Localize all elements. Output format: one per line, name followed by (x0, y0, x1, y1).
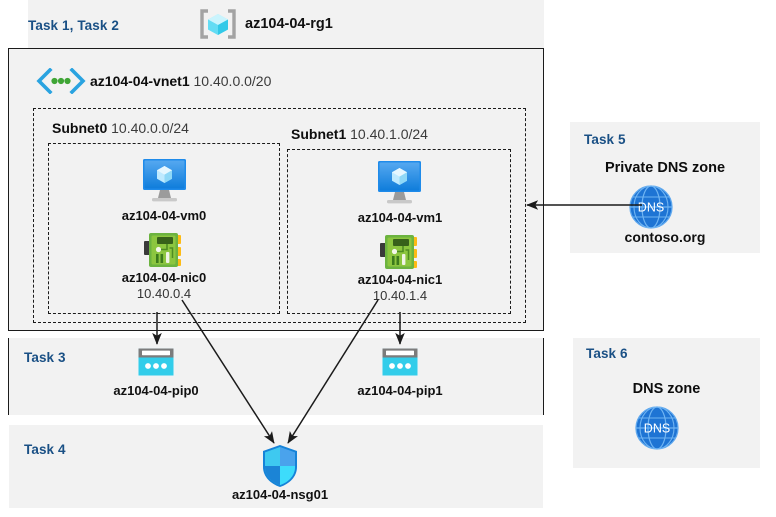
public-ip-address-icon (137, 347, 175, 378)
resource-group-panel (28, 0, 544, 48)
subnet0-name: Subnet0 (52, 120, 108, 136)
pip1-label: az104-04-pip1 (357, 383, 443, 398)
pip0-label: az104-04-pip0 (113, 383, 199, 398)
vnet-panel (8, 48, 544, 331)
pip0-node: az104-04-pip0 (56, 383, 256, 399)
subnet1-box (287, 149, 511, 314)
task-label-1-2: Task 1, Task 2 (28, 18, 119, 33)
subnet1-header: Subnet1 10.40.1.0/24 (291, 126, 428, 142)
virtual-network-icon (36, 67, 86, 95)
subnet0-header: Subnet0 10.40.0.0/24 (52, 120, 189, 136)
subnet1-name: Subnet1 (291, 126, 347, 142)
nic1-label: az104-04-nic1 (357, 272, 443, 287)
network-security-group-icon (261, 444, 299, 488)
svg-text:DNS: DNS (644, 422, 670, 436)
svg-text:DNS: DNS (638, 201, 664, 215)
subnet1-cidr: 10.40.1.0/24 (350, 126, 428, 142)
dns-zone-icon: DNS (634, 405, 680, 451)
network-interface-icon (142, 231, 186, 269)
private-dns-node: contoso.org (570, 229, 760, 247)
nsg-node: az104-04-nsg01 (180, 487, 380, 503)
nic0-label: az104-04-nic0 (121, 270, 207, 285)
resource-group-name: az104-04-rg1 (245, 16, 333, 32)
vm1-node: az104-04-vm1 (300, 210, 500, 226)
vnet-name: az104-04-vnet1 (90, 73, 190, 89)
private-dns-panel (570, 122, 760, 253)
public-ip-panel-bg (9, 338, 543, 415)
task-label-4: Task 4 (24, 442, 66, 457)
private-dns-title: Private DNS zone (604, 160, 726, 176)
nic0-node: az104-04-nic0 10.40.0.4 (64, 270, 264, 303)
network-interface-icon (378, 233, 422, 271)
task-label-5: Task 5 (584, 132, 626, 147)
subnet0-box (48, 143, 280, 314)
virtual-machine-icon (139, 158, 190, 204)
vnet-header: az104-04-vnet1 10.40.0.0/20 (90, 73, 271, 89)
subnets-container (33, 108, 526, 323)
task-label-6: Task 6 (586, 346, 628, 361)
nic0-ip: 10.40.0.4 (136, 286, 192, 302)
virtual-machine-icon (374, 160, 425, 206)
vm0-label: az104-04-vm0 (121, 208, 207, 223)
nic1-ip: 10.40.1.4 (372, 288, 428, 304)
nic1-node: az104-04-nic1 10.40.1.4 (300, 272, 500, 305)
public-dns-title: DNS zone (632, 381, 701, 397)
private-dns-zone-name: contoso.org (624, 229, 706, 245)
nsg-label: az104-04-nsg01 (231, 487, 329, 502)
pip1-node: az104-04-pip1 (300, 383, 500, 399)
task-label-3: Task 3 (24, 350, 66, 365)
subnet0-cidr: 10.40.0.0/24 (111, 120, 189, 136)
dns-zone-icon: DNS (628, 184, 674, 230)
resource-group-icon (199, 8, 237, 40)
vm0-node: az104-04-vm0 (64, 208, 264, 224)
vm1-label: az104-04-vm1 (357, 210, 443, 225)
public-ip-address-icon (381, 347, 419, 378)
vnet-cidr: 10.40.0.0/20 (193, 73, 272, 89)
